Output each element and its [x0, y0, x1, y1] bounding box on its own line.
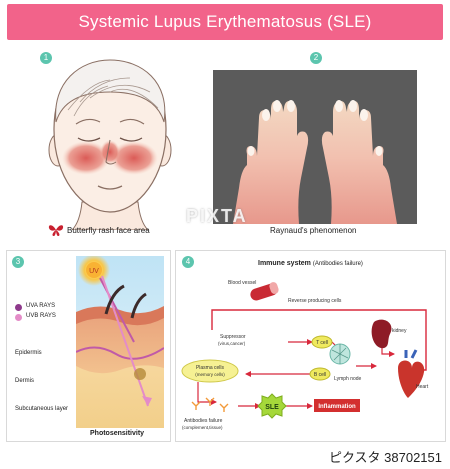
antibodies-icon	[191, 397, 229, 412]
panel-2-caption: Raynaud's phenomenon	[270, 226, 357, 235]
rash-nose	[100, 140, 120, 164]
uvb-label: UVB RAYS	[26, 313, 56, 319]
right-hand	[321, 100, 397, 224]
blood-vessel-icon	[250, 282, 279, 301]
immune-heading-main: Immune system	[258, 260, 311, 267]
suppressor-sub-label: (virus,cancer)	[218, 341, 246, 346]
epidermis-label: Epidermis	[15, 350, 42, 356]
panel-3-caption: Photosensitivity	[90, 430, 145, 437]
b-cell-text: B cell	[314, 372, 326, 378]
blood-vessel-label: Blood vessel	[228, 280, 256, 286]
uva-label: UVA RAYS	[26, 303, 56, 309]
plasma-node	[181, 359, 239, 383]
immune-heading-sub: (Antibodies failure)	[312, 261, 363, 267]
kidney-icon	[371, 319, 392, 349]
t-cell-node	[311, 335, 333, 349]
neck	[71, 201, 149, 230]
panel-3-number: 3	[12, 256, 24, 268]
panel-1-number: 1	[40, 52, 52, 64]
plasma-text: Plasma cells	[196, 365, 225, 371]
panel-4-frame	[175, 250, 446, 442]
skin-cross-section: UV	[76, 256, 164, 428]
sun-label: UV	[89, 268, 99, 275]
antibodies-label: Antibodies failure	[184, 418, 223, 424]
heart-icon	[398, 349, 425, 398]
subcutaneous-label: Subcutaneous layer	[15, 406, 69, 412]
t-cell-text: T cell	[316, 340, 328, 346]
antibodies-sub-label: (complement,tissue)	[182, 425, 223, 430]
stock-id: ピクスタ 38702151	[328, 450, 442, 465]
svg-text:SLE: SLE	[265, 404, 279, 411]
rash-left	[62, 141, 110, 175]
uvb-dot	[15, 314, 22, 321]
b-cell-node	[309, 367, 331, 381]
reverse-cells-label: Reverse producing cells	[288, 298, 342, 304]
dermis-label: Dermis	[15, 378, 34, 384]
raynaud-hands-photo	[213, 70, 417, 224]
immune-flow-diagram: T cell B cell Plasma cells (memory cells…	[181, 280, 429, 430]
rash-right	[110, 141, 158, 175]
title-bar: Systemic Lupus Erythematosus (SLE)	[7, 4, 443, 40]
sle-node: SLE	[257, 393, 287, 419]
left-eye	[77, 137, 101, 142]
panel-4-number: 4	[182, 256, 194, 268]
suppressor-label: Suppressor	[220, 334, 246, 340]
mouth	[97, 185, 123, 190]
lymph-node-icon	[329, 343, 351, 365]
panel-1-caption: Butterfly rash face area	[67, 226, 150, 235]
inflammation-text: Inflammation	[318, 404, 356, 410]
face-illustration	[48, 59, 172, 230]
immune-heading: Immune system (Antibodies failure)	[258, 260, 363, 267]
kidney-label: kidney	[392, 328, 407, 334]
page-title: Systemic Lupus Erythematosus (SLE)	[78, 12, 372, 31]
heart-label: Heart	[416, 384, 429, 390]
left-hand	[233, 100, 309, 224]
lymph-label: Lymph node	[334, 376, 362, 382]
plasma-sub-text: (memory cells)	[195, 372, 225, 377]
butterfly-icon	[48, 225, 64, 236]
watermark: PIXTA	[186, 206, 248, 226]
panel-2-number: 2	[310, 52, 322, 64]
right-eye	[119, 137, 143, 142]
inflammation-node	[314, 399, 360, 412]
uva-dot	[15, 304, 22, 311]
